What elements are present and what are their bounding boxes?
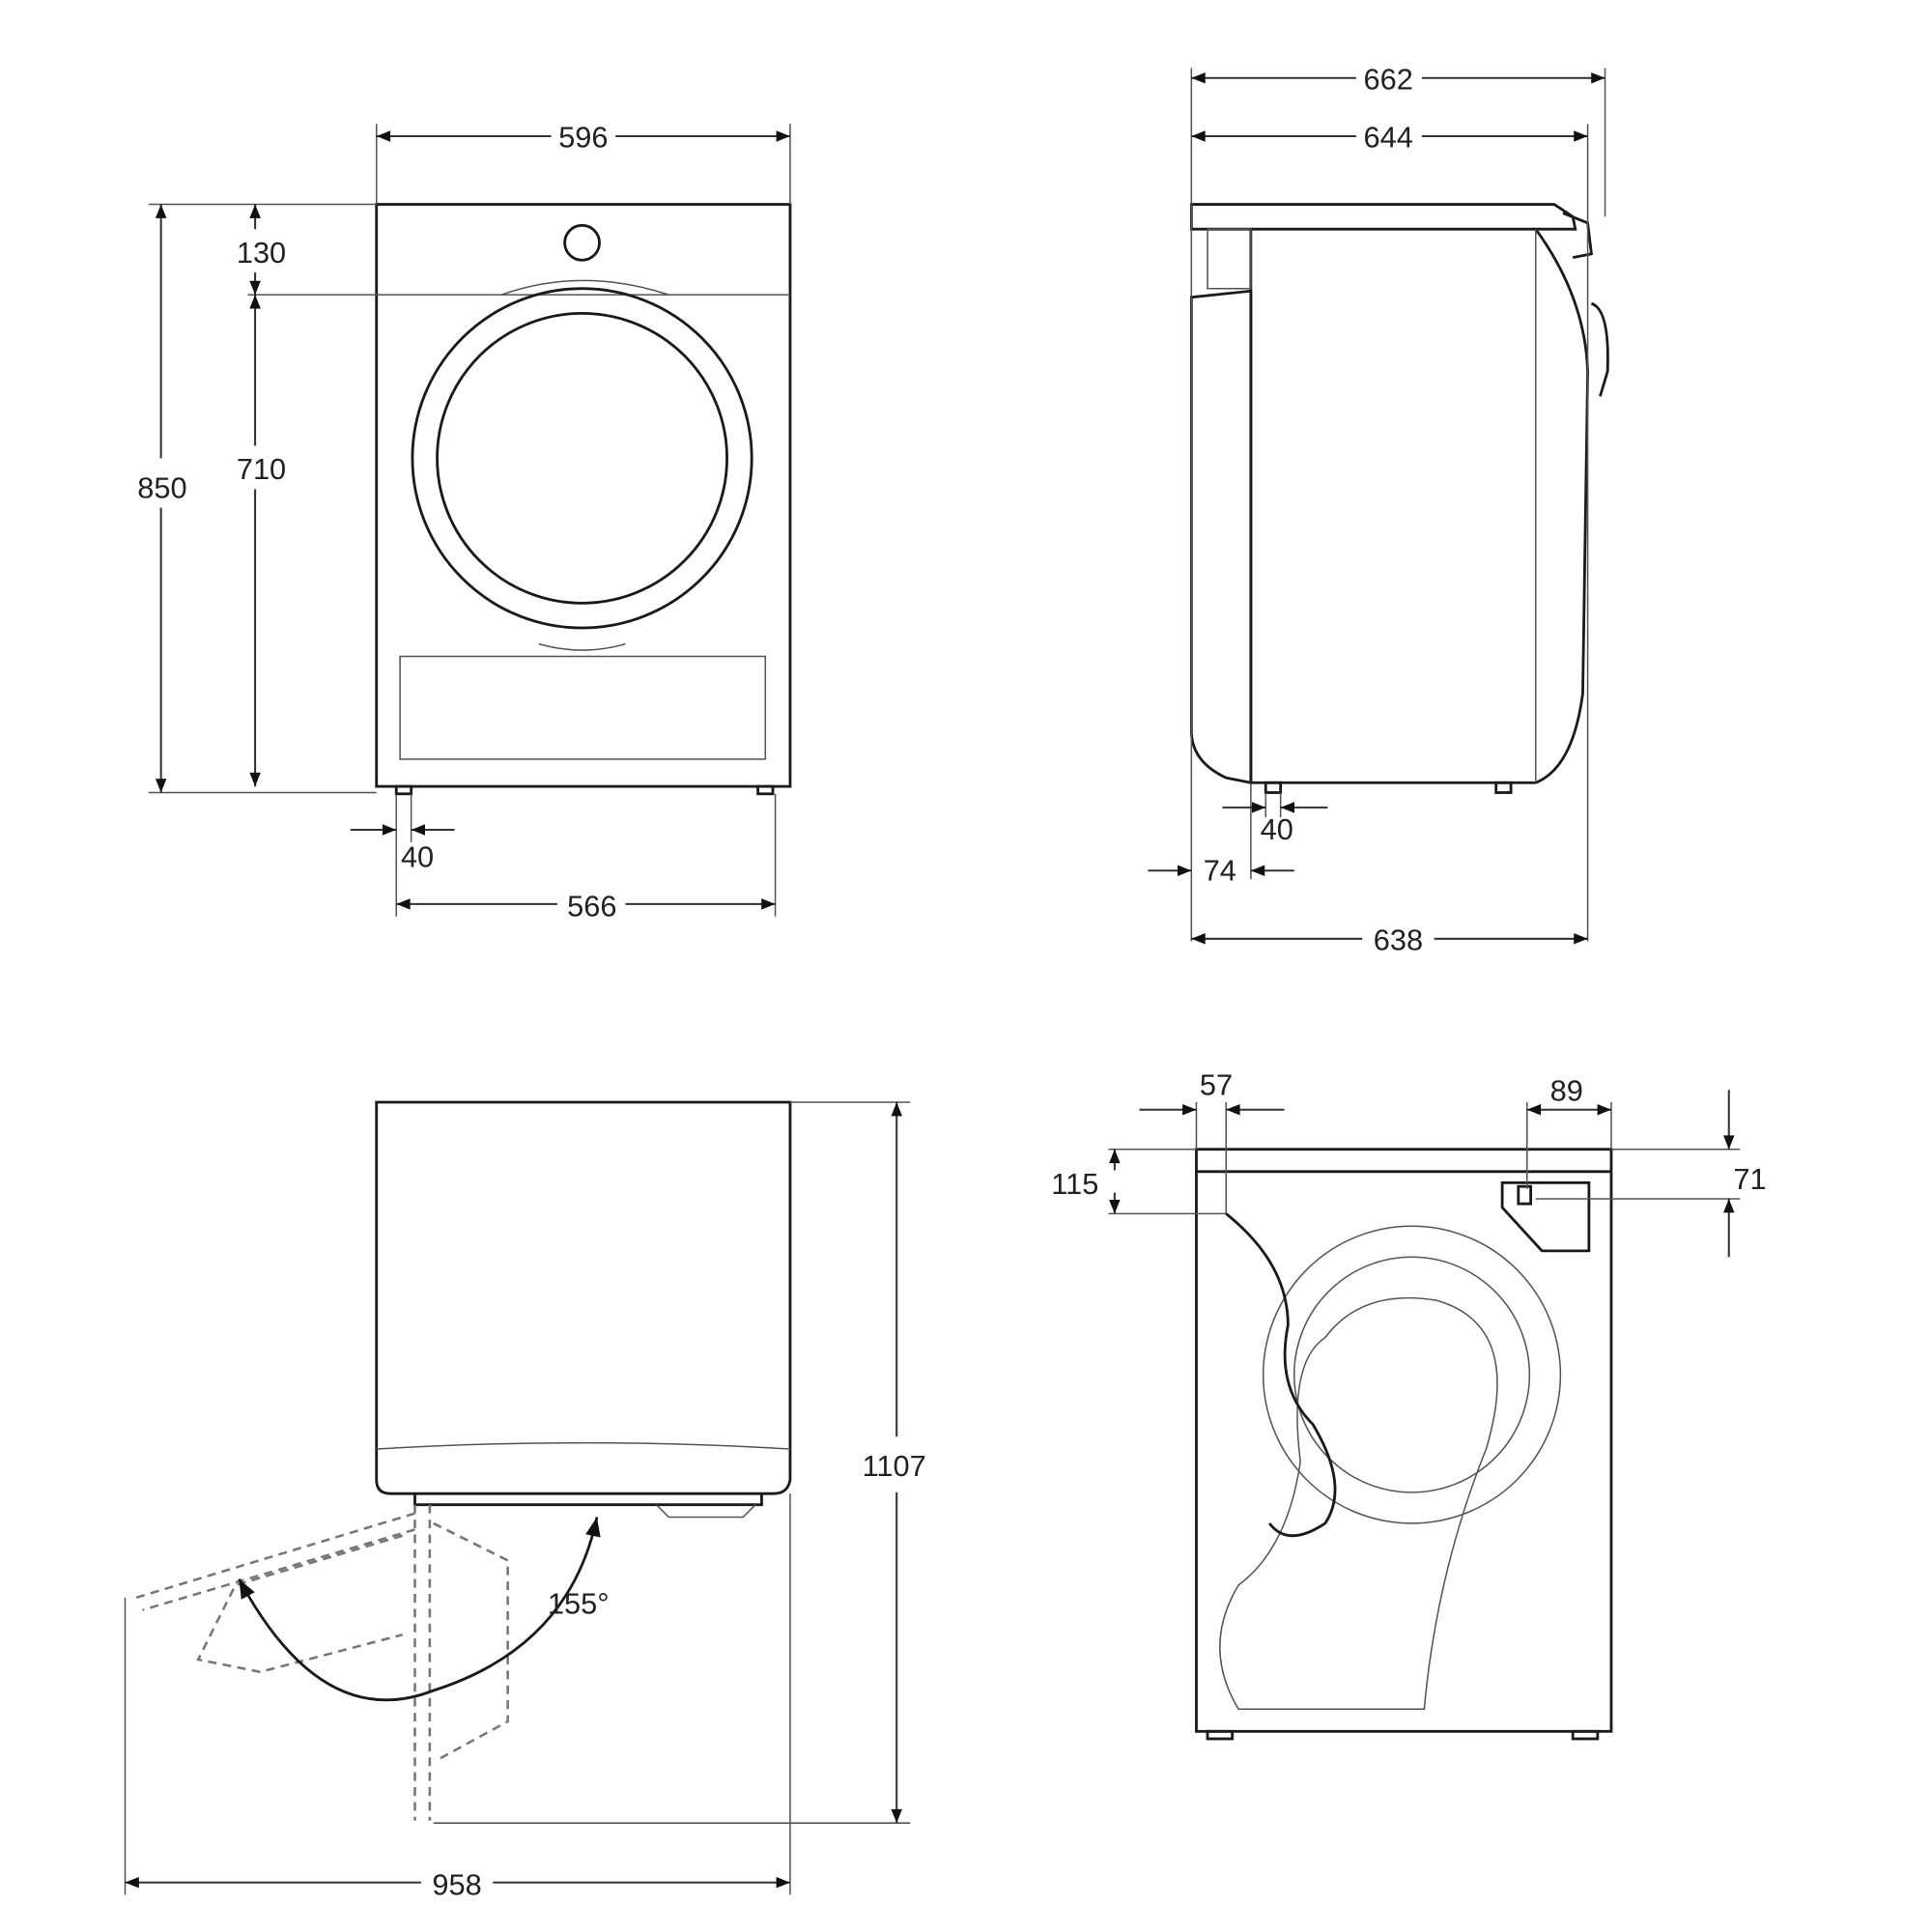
hose-loop [1219, 1296, 1498, 1710]
rear-body [1195, 1148, 1613, 1733]
door-inner [436, 311, 728, 605]
front-view: 596 850 130 710 40 566 [137, 121, 792, 923]
width-label: 596 [558, 121, 608, 155]
width-door-open-label: 958 [432, 1868, 481, 1902]
side-body [1249, 228, 1590, 784]
outlet [1500, 1180, 1591, 1253]
side-view: 662 644 40 74 638 [1148, 62, 1609, 956]
drain-hose [1225, 1212, 1337, 1537]
outlet-height-label: 71 [1733, 1162, 1766, 1196]
depth-body-label: 644 [1364, 121, 1413, 155]
front-body [375, 203, 792, 788]
height-door-open-label: 1107 [863, 1449, 926, 1483]
top-view: 155° 1107 958 [124, 1100, 926, 1902]
depth-feet-label: 638 [1374, 923, 1423, 956]
top-panel-label: 130 [237, 236, 286, 270]
side-foot-offset-label: 40 [1261, 812, 1293, 846]
height-label: 850 [137, 470, 186, 504]
rear-offset-label: 74 [1204, 854, 1236, 888]
door-outer [411, 287, 753, 630]
side-top [1189, 203, 1577, 231]
feet-span-label: 566 [567, 890, 616, 923]
hose-x-label: 57 [1200, 1067, 1233, 1101]
foot-offset-label: 40 [401, 839, 434, 873]
plinth [399, 655, 767, 760]
door-height-label: 710 [237, 452, 286, 486]
rear-view: 57 115 89 71 [1051, 1067, 1767, 1741]
door-angle-label: 155° [548, 1587, 610, 1621]
program-knob [563, 223, 601, 262]
door-swing-arc [238, 1517, 601, 1702]
depth-total-label: 662 [1364, 62, 1413, 96]
outlet-width-label: 89 [1550, 1074, 1583, 1108]
hose-y-label: 115 [1051, 1167, 1098, 1201]
top-body [375, 1100, 792, 1495]
